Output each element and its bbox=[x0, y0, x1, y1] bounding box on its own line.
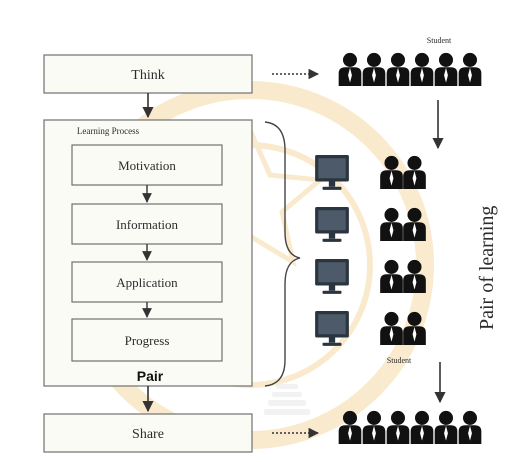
student-figure bbox=[380, 311, 403, 345]
student-label-top: Student bbox=[427, 36, 452, 45]
computer-monitor-icon bbox=[315, 259, 349, 294]
student-figure bbox=[458, 52, 482, 86]
stage-label-application: Application bbox=[116, 275, 178, 290]
stage-label-motivation: Motivation bbox=[118, 158, 176, 173]
student-group-bottom bbox=[338, 410, 482, 444]
computer-monitor-icon bbox=[315, 207, 349, 242]
student-figure bbox=[362, 410, 386, 444]
stage-label-information: Information bbox=[116, 217, 179, 232]
student-figure bbox=[410, 410, 434, 444]
student-figure bbox=[380, 259, 403, 293]
think-box bbox=[43, 54, 253, 94]
stage-label-progress: Progress bbox=[125, 333, 170, 348]
student-figure bbox=[338, 52, 362, 86]
student-group-top bbox=[338, 52, 482, 86]
student-figure bbox=[403, 155, 426, 189]
learning-process-title: Learning Process bbox=[77, 126, 140, 136]
student-label-middle: Student bbox=[387, 356, 412, 365]
stage-box-progress bbox=[71, 318, 223, 362]
share-label: Share bbox=[132, 427, 164, 442]
share-box bbox=[43, 413, 253, 453]
student-figure bbox=[386, 410, 410, 444]
student-figure bbox=[434, 410, 458, 444]
student-figure bbox=[434, 52, 458, 86]
student-figure bbox=[380, 207, 403, 241]
student-figure bbox=[410, 52, 434, 86]
student-figure bbox=[386, 52, 410, 86]
grouping-brace bbox=[264, 121, 301, 387]
student-figure bbox=[458, 410, 482, 444]
faded-pile-decoration bbox=[264, 384, 310, 415]
think-label: Think bbox=[131, 68, 164, 83]
pair-of-learning-label: Pair of learning bbox=[476, 206, 498, 330]
computer-monitor-icon bbox=[315, 155, 349, 190]
student-figure bbox=[362, 52, 386, 86]
pair-label: Pair bbox=[137, 368, 164, 384]
